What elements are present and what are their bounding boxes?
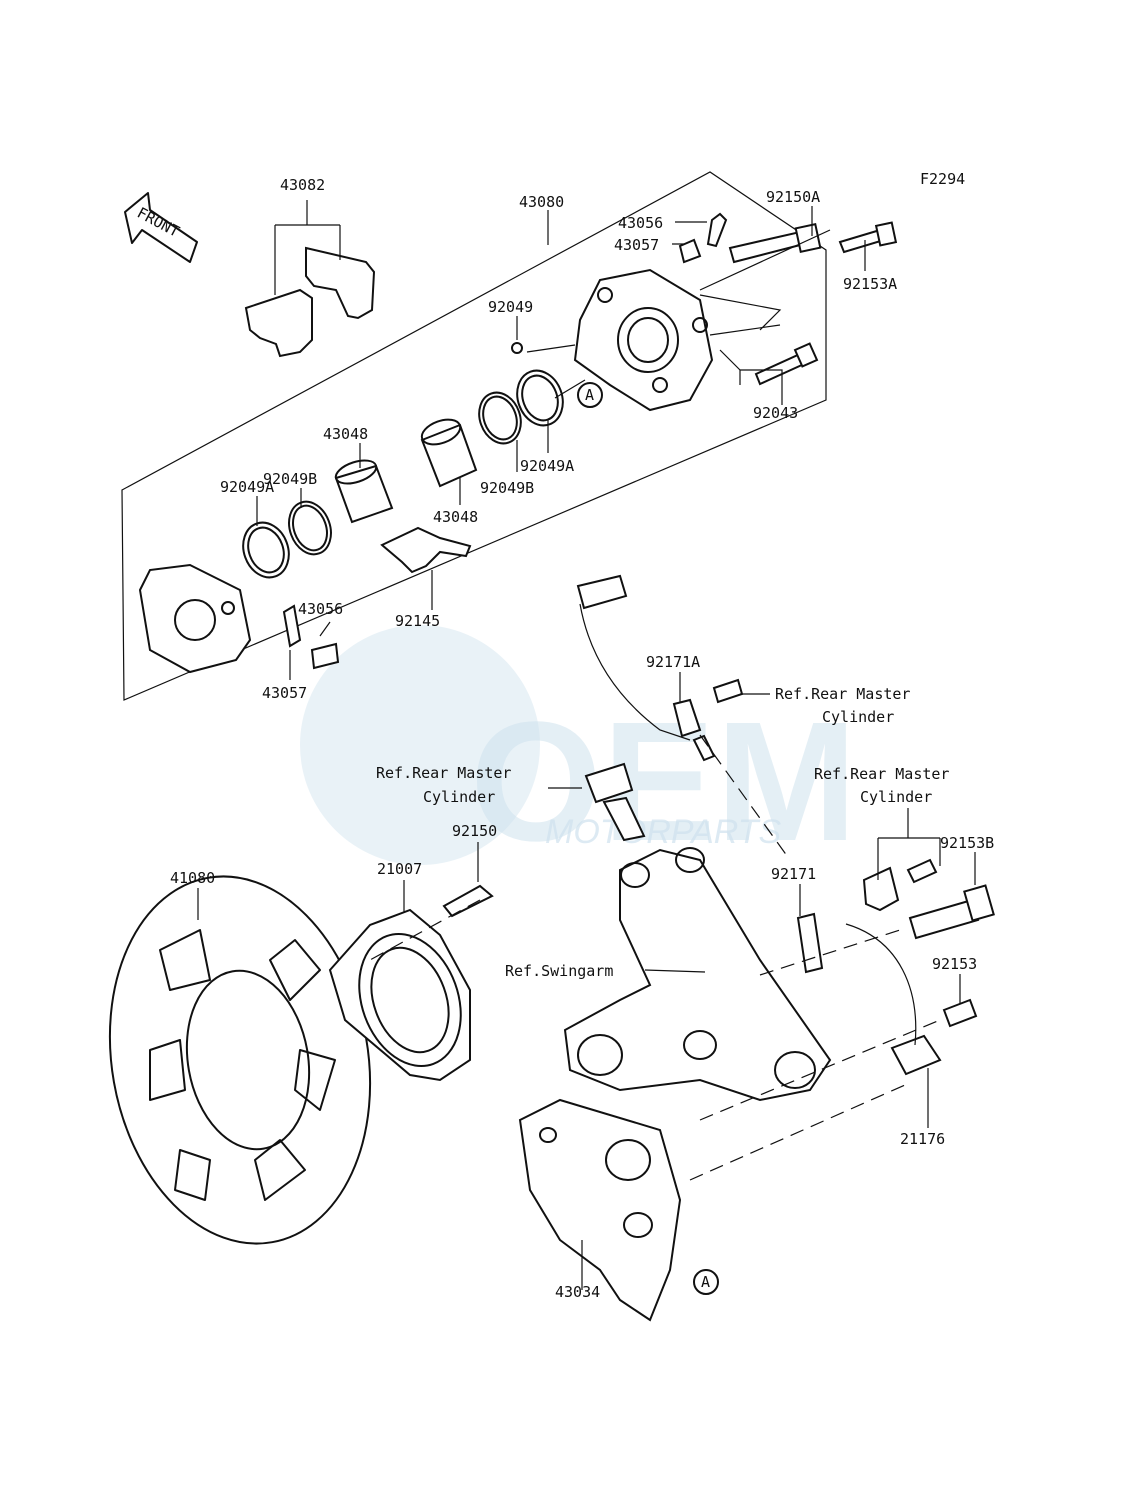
bolts-upper [728, 221, 898, 386]
ref-rear-master-cylinder-2-line2: Cylinder [423, 788, 495, 806]
brake-pad-set [244, 200, 376, 358]
part-label-92171A: 92171A [646, 653, 700, 671]
bleeder-valve-bottom [282, 604, 340, 670]
alignment-lines [369, 229, 941, 1181]
bleeder-valve-top [678, 212, 728, 264]
caliper-body-outer [573, 268, 714, 412]
front-arrow-icon: FRONT [124, 192, 198, 263]
reference-marker-a-bottom: A [693, 1269, 719, 1295]
abs-sensor [576, 574, 744, 762]
part-label-43056-bottom: 43056 [298, 600, 343, 618]
part-label-92043: 92043 [753, 404, 798, 422]
figure-code: F2294 [920, 170, 965, 188]
part-label-92153B: 92153B [940, 834, 994, 852]
o-ring-small [511, 342, 523, 354]
swingarm [563, 847, 832, 1102]
sensor-bracket-center [584, 762, 646, 842]
part-label-43034: 43034 [555, 1283, 600, 1301]
part-label-43048-top: 43048 [323, 425, 368, 443]
label-leaders [197, 206, 976, 1290]
part-label-43082: 43082 [280, 176, 325, 194]
watermark: OEM MOTORPARTS [300, 625, 857, 877]
part-label-43056-top: 43056 [618, 214, 663, 232]
rotor-bolt [442, 884, 494, 918]
brake-disc [108, 875, 372, 1245]
part-label-43048-bottom: 43048 [433, 508, 478, 526]
ref-rear-master-cylinder-3-line1: Ref.Rear Master [814, 765, 949, 783]
marker-a-bottom-label: A [701, 1273, 710, 1291]
ref-swingarm: Ref.Swingarm [505, 962, 613, 980]
ref-rear-master-cylinder-2-line1: Ref.Rear Master [376, 764, 511, 782]
ref-rear-master-cylinder-1-line2: Cylinder [822, 708, 894, 726]
part-label-92049B-right: 92049B [480, 479, 534, 497]
part-label-92171: 92171 [771, 865, 816, 883]
part-label-92049A-right: 92049A [520, 457, 574, 475]
part-label-21007: 21007 [377, 860, 422, 878]
pistons-and-seals [242, 369, 564, 579]
watermark-text: MOTORPARTS [545, 813, 781, 851]
part-label-43057-bottom: 43057 [262, 684, 307, 702]
ref-rear-master-cylinder-1-line1: Ref.Rear Master [775, 685, 910, 703]
caliper-body-inner [138, 563, 252, 674]
part-label-92049: 92049 [488, 298, 533, 316]
part-label-21176: 21176 [900, 1130, 945, 1148]
part-label-43057-top: 43057 [614, 236, 659, 254]
reference-marker-a-top: A [577, 382, 603, 408]
part-label-92153: 92153 [932, 955, 977, 973]
part-label-92153A: 92153A [843, 275, 897, 293]
front-marker-label: FRONT [134, 204, 182, 241]
watermark-logo: OEM [470, 687, 857, 877]
ref-rear-master-cylinder-3-line2: Cylinder [860, 788, 932, 806]
part-label-92150A: 92150A [766, 188, 820, 206]
part-label-92049A-left: 92049A [220, 478, 274, 496]
marker-a-top-label: A [585, 386, 594, 404]
part-label-41080: 41080 [170, 869, 215, 887]
part-label-92049B-left: 92049B [263, 470, 317, 488]
caliper-assembly-outline [121, 171, 827, 701]
part-label-92150: 92150 [452, 822, 497, 840]
pad-spring [380, 526, 472, 574]
caliper-bracket [518, 1098, 682, 1322]
part-label-43080: 43080 [519, 193, 564, 211]
part-label-92145: 92145 [395, 612, 440, 630]
right-fasteners [796, 858, 995, 1076]
abs-rotor-ring [328, 908, 471, 1082]
watermark-globe-icon [300, 625, 540, 865]
